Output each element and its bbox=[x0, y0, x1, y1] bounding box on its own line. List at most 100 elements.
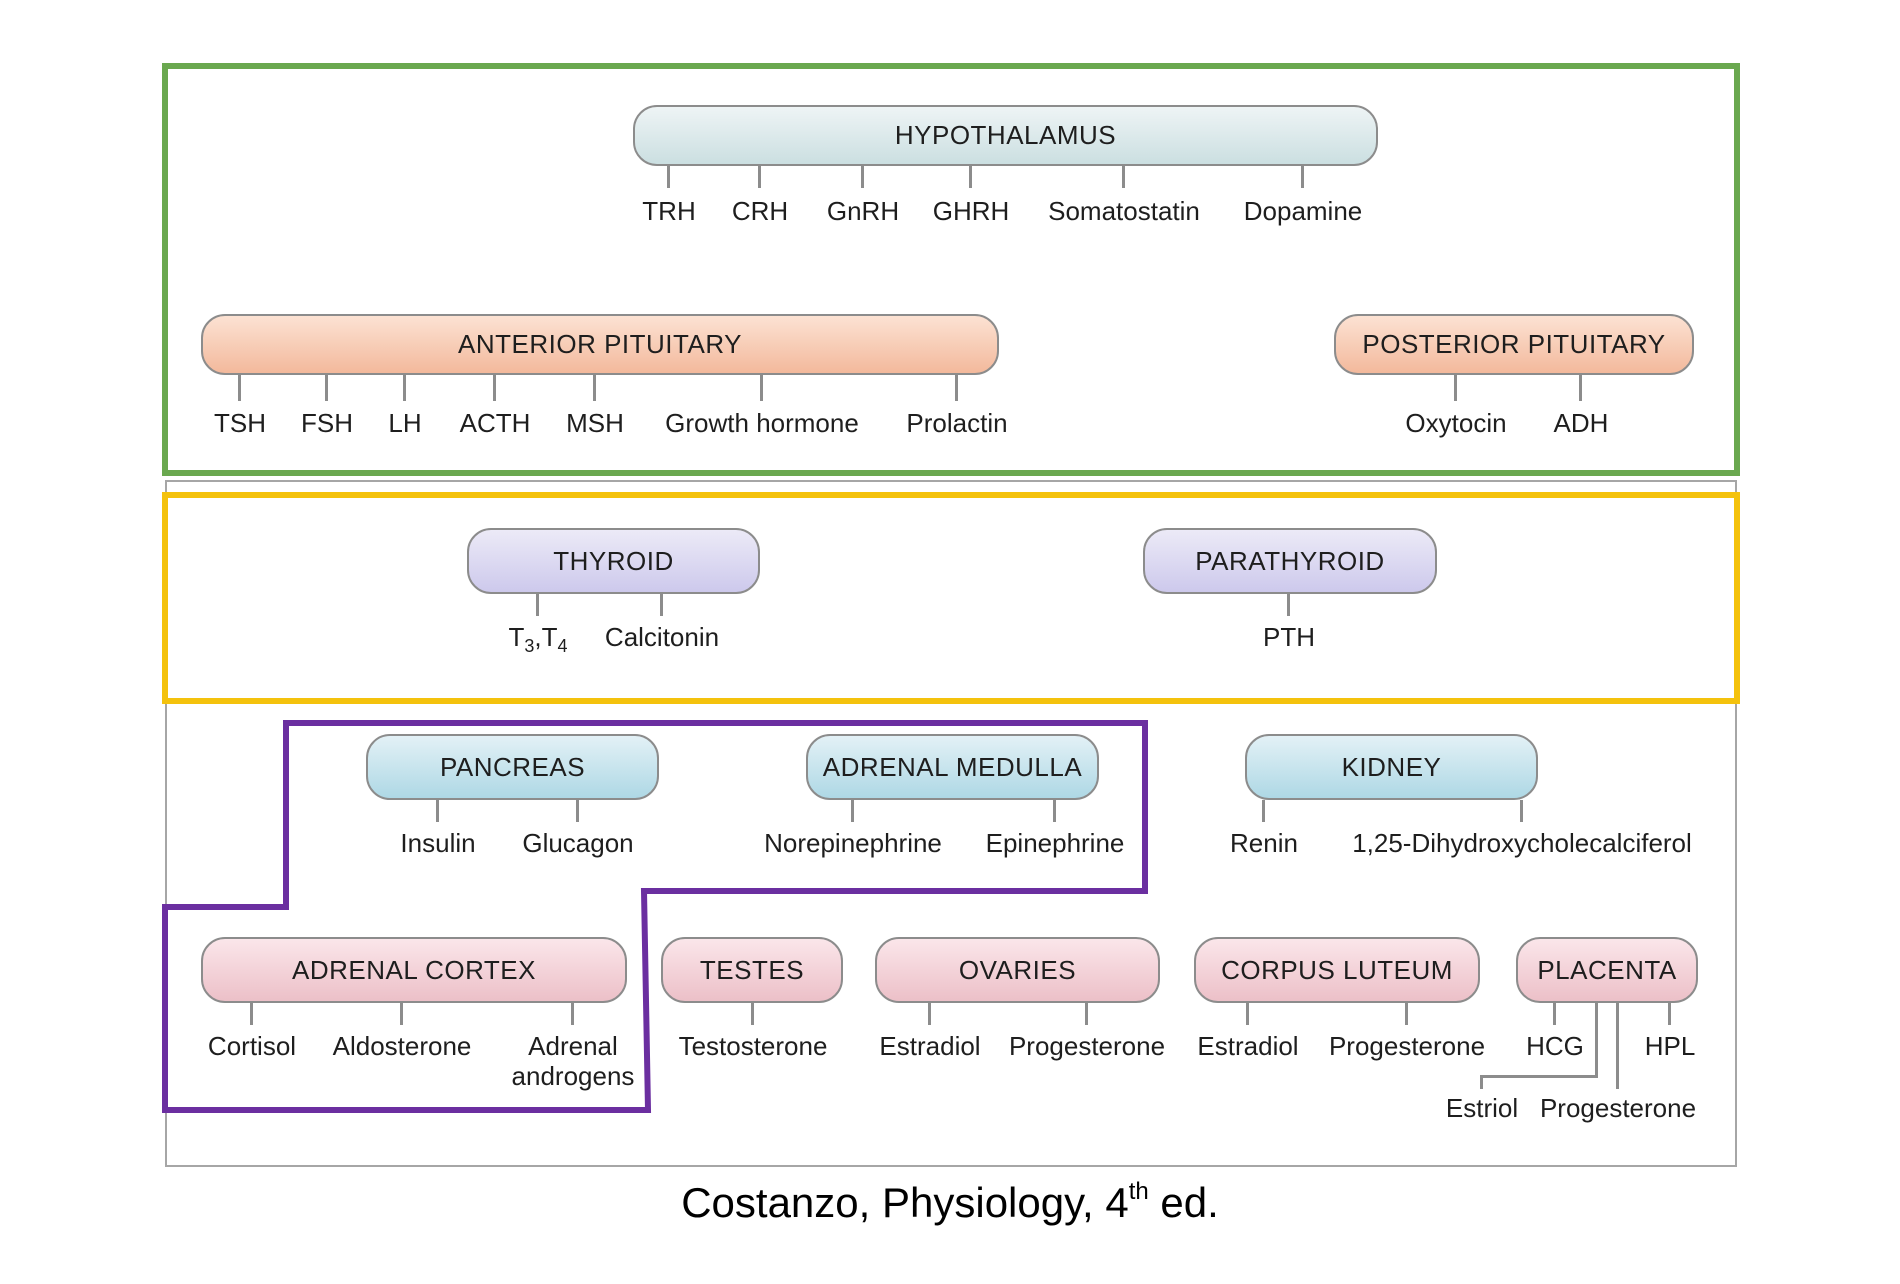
tick bbox=[1454, 375, 1457, 401]
hormone-lh: LH bbox=[388, 408, 422, 438]
tick bbox=[1246, 1003, 1249, 1025]
tick bbox=[238, 375, 241, 401]
gland-parathyroid: PARATHYROID bbox=[1143, 528, 1437, 594]
hormone-fsh: FSH bbox=[301, 408, 353, 438]
tick bbox=[1122, 166, 1125, 188]
hormone-t3-t4: T3,T4 bbox=[508, 622, 567, 661]
tick bbox=[969, 166, 972, 188]
hormone-progesterone: Progesterone bbox=[1328, 1031, 1486, 1061]
t3-letter: T bbox=[508, 622, 525, 652]
hormone-somatostatin: Somatostatin bbox=[1048, 196, 1200, 226]
hormone-dopamine: Dopamine bbox=[1243, 196, 1363, 226]
hormone-progesterone: Progesterone bbox=[1008, 1031, 1166, 1061]
hormone-glucagon: Glucagon bbox=[522, 828, 634, 858]
hormone-crh: CRH bbox=[731, 196, 789, 226]
tick bbox=[751, 1003, 754, 1025]
hormone-aldosterone: Aldosterone bbox=[332, 1031, 472, 1061]
gland-thyroid: THYROID bbox=[467, 528, 760, 594]
adrenal-androgens-line2: androgens bbox=[511, 1061, 635, 1091]
caption: Costanzo, Physiology, 4th ed. bbox=[0, 1178, 1900, 1228]
tick bbox=[667, 166, 670, 188]
tick bbox=[325, 375, 328, 401]
caption-text: Costanzo, Physiology, 4 bbox=[681, 1179, 1129, 1226]
tick bbox=[1301, 166, 1304, 188]
tick bbox=[250, 1003, 253, 1025]
hormone-calcitriol: 1,25-Dihydroxycholecalciferol bbox=[1352, 828, 1692, 858]
tick bbox=[1053, 800, 1056, 822]
gland-posterior-pituitary: POSTERIOR PITUITARY bbox=[1334, 314, 1694, 375]
hormone-prolactin: Prolactin bbox=[906, 408, 1008, 438]
hormone-ghrh: GHRH bbox=[932, 196, 1010, 226]
hormone-insulin: Insulin bbox=[400, 828, 476, 858]
gland-pancreas: PANCREAS bbox=[366, 734, 659, 800]
gland-ovaries: OVARIES bbox=[875, 937, 1160, 1003]
tick bbox=[536, 594, 539, 616]
tick bbox=[576, 800, 579, 822]
hormone-calcitonin: Calcitonin bbox=[604, 622, 720, 652]
hormone-cortisol: Cortisol bbox=[207, 1031, 297, 1061]
hormone-hcg: HCG bbox=[1526, 1031, 1584, 1061]
tick bbox=[955, 375, 958, 401]
hormone-epinephrine: Epinephrine bbox=[985, 828, 1125, 858]
hormone-hpl: HPL bbox=[1644, 1031, 1696, 1061]
hormone-norepinephrine: Norepinephrine bbox=[764, 828, 942, 858]
tick bbox=[593, 375, 596, 401]
branch-line bbox=[1616, 1003, 1619, 1089]
t-separator: , bbox=[534, 622, 542, 652]
tick bbox=[1579, 375, 1582, 401]
tick bbox=[1405, 1003, 1408, 1025]
hormone-adrenal-androgens: Adrenal androgens bbox=[512, 1031, 635, 1091]
tick bbox=[660, 594, 663, 616]
gland-anterior-pituitary: ANTERIOR PITUITARY bbox=[201, 314, 999, 375]
hormone-adh: ADH bbox=[1553, 408, 1609, 438]
branch-line bbox=[1480, 1075, 1483, 1089]
hormone-estriol: Estriol bbox=[1445, 1093, 1519, 1123]
tick bbox=[436, 800, 439, 822]
yellow-frame bbox=[162, 492, 1740, 704]
gland-testes: TESTES bbox=[661, 937, 843, 1003]
branch-line bbox=[1480, 1075, 1598, 1078]
adrenal-androgens-line1: Adrenal bbox=[528, 1031, 618, 1061]
t3-subscript: 3 bbox=[524, 636, 535, 657]
caption-superscript: th bbox=[1128, 1178, 1149, 1205]
hormone-estradiol: Estradiol bbox=[879, 1031, 981, 1061]
tick bbox=[1085, 1003, 1088, 1025]
hormone-renin: Renin bbox=[1230, 828, 1298, 858]
tick bbox=[1553, 1003, 1556, 1025]
gland-kidney: KIDNEY bbox=[1245, 734, 1538, 800]
t4-letter: T bbox=[541, 622, 558, 652]
outer-frame bbox=[165, 480, 1737, 1167]
tick bbox=[400, 1003, 403, 1025]
caption-suffix: ed. bbox=[1148, 1179, 1219, 1226]
tick bbox=[1668, 1003, 1671, 1025]
tick bbox=[403, 375, 406, 401]
tick bbox=[851, 800, 854, 822]
hormone-estradiol: Estradiol bbox=[1197, 1031, 1299, 1061]
hormone-testosterone: Testosterone bbox=[678, 1031, 828, 1061]
tick bbox=[571, 1003, 574, 1025]
hormone-growth-hormone: Growth hormone bbox=[665, 408, 859, 438]
tick bbox=[861, 166, 864, 188]
gland-corpus-luteum: CORPUS LUTEUM bbox=[1194, 937, 1480, 1003]
hormone-pth: PTH bbox=[1263, 622, 1315, 652]
hormone-tsh: TSH bbox=[214, 408, 266, 438]
tick bbox=[760, 375, 763, 401]
tick bbox=[493, 375, 496, 401]
tick bbox=[1520, 800, 1523, 822]
gland-adrenal-cortex: ADRENAL CORTEX bbox=[201, 937, 627, 1003]
gland-adrenal-medulla: ADRENAL MEDULLA bbox=[806, 734, 1099, 800]
t4-subscript: 4 bbox=[557, 636, 568, 657]
hormone-acth: ACTH bbox=[459, 408, 531, 438]
gland-hypothalamus: HYPOTHALAMUS bbox=[633, 105, 1378, 166]
hormone-progesterone: Progesterone bbox=[1539, 1093, 1697, 1123]
hormone-msh: MSH bbox=[566, 408, 624, 438]
gland-placenta: PLACENTA bbox=[1516, 937, 1698, 1003]
purple-outline-shape bbox=[162, 720, 1148, 1113]
hormone-trh: TRH bbox=[642, 196, 696, 226]
tick bbox=[1262, 800, 1265, 822]
tick bbox=[758, 166, 761, 188]
tick bbox=[1287, 594, 1290, 616]
hormone-gnrh: GnRH bbox=[826, 196, 900, 226]
